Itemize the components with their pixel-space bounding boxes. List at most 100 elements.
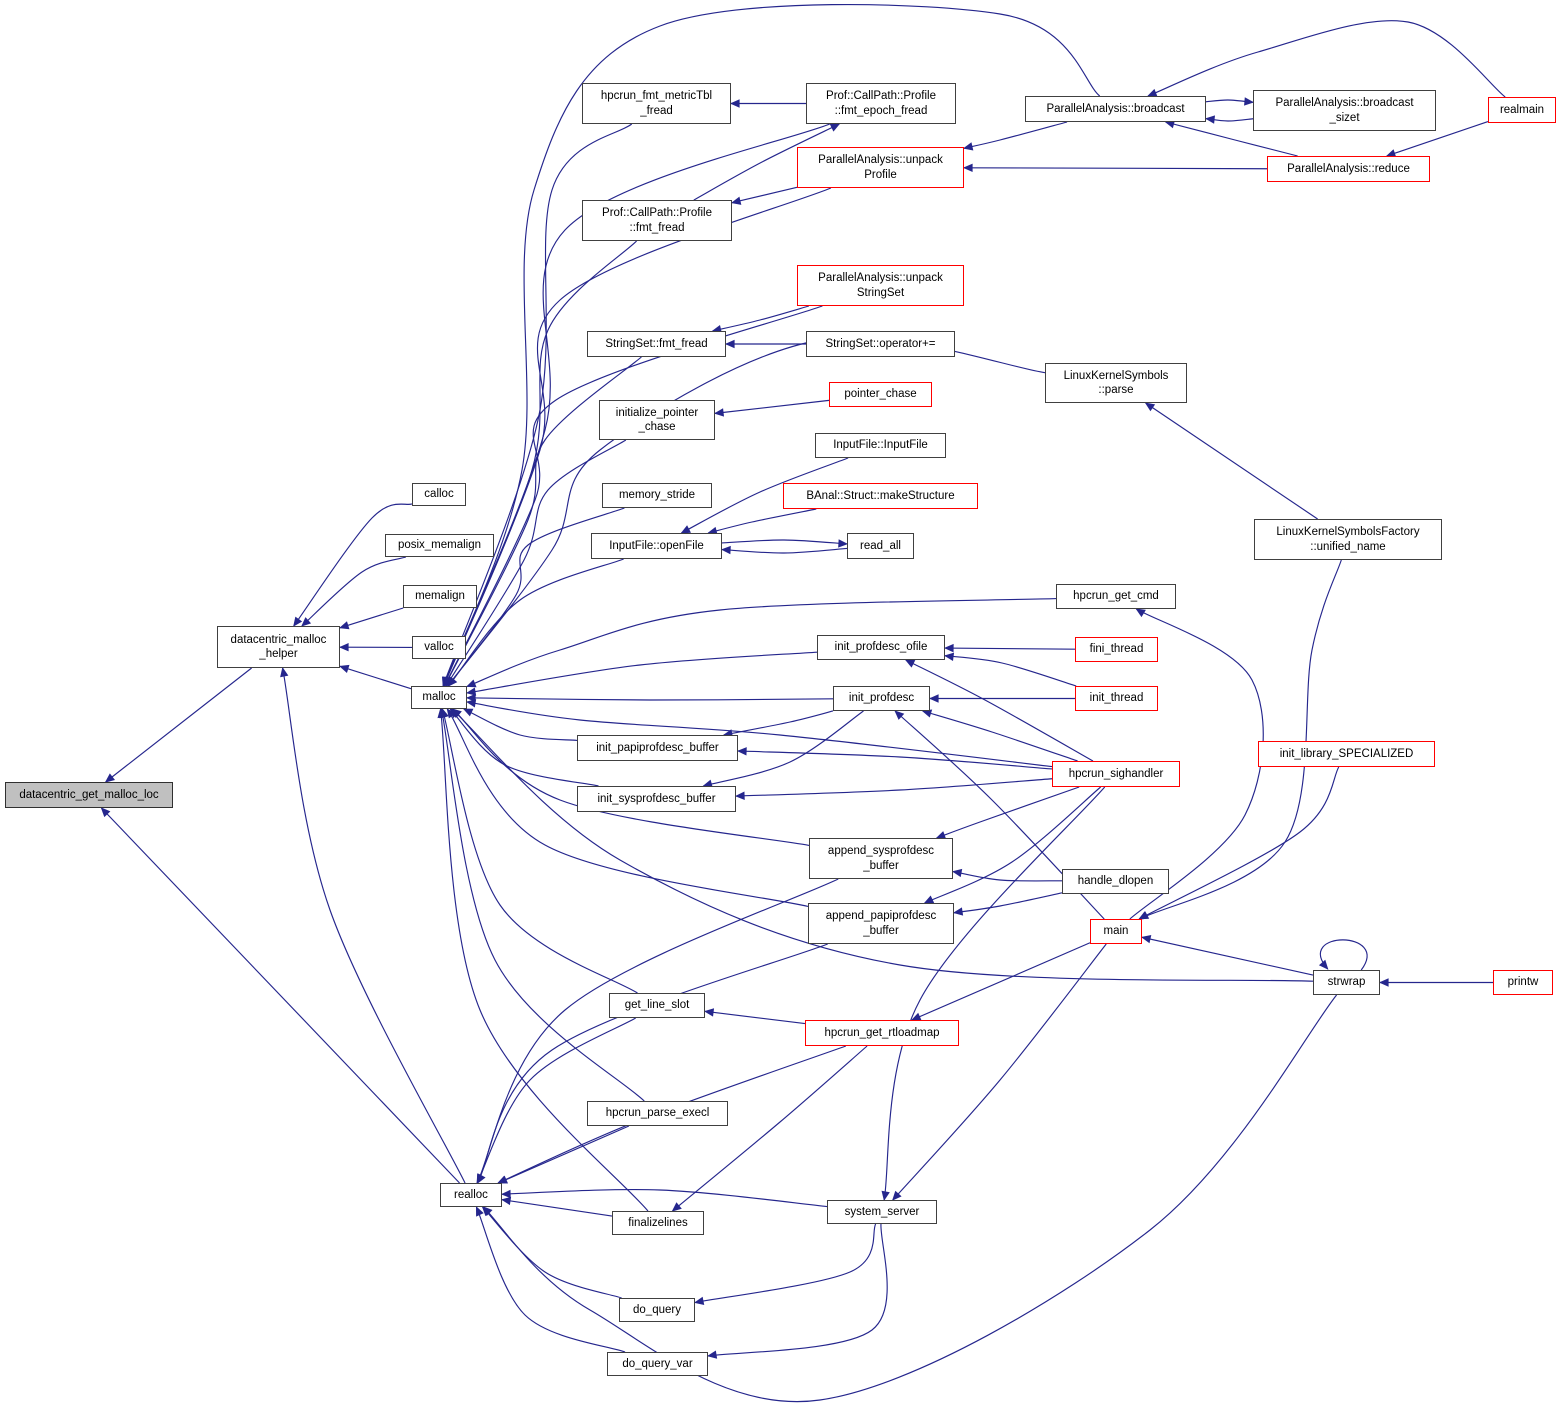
node-inputfile[interactable]: InputFile::InputFile (815, 433, 946, 458)
node-realloc[interactable]: realloc (440, 1183, 502, 1207)
node-printw[interactable]: printw (1493, 970, 1553, 995)
node-readall[interactable]: read_all (847, 533, 914, 559)
edge-appsys-to-malloc (451, 708, 810, 846)
node-doquery[interactable]: do_query (619, 1298, 695, 1322)
node-finalizelines[interactable]: finalizelines (612, 1211, 704, 1235)
node-rtloadmap[interactable]: hpcrun_get_rtloadmap (805, 1020, 959, 1046)
edge-getlineslot-to-realloc (476, 1017, 636, 1184)
edge-ofile-to-malloc (466, 651, 818, 696)
node-bsizet[interactable]: ParallelAnalysis::broadcast _sizet (1253, 90, 1436, 131)
node-fmtfread[interactable]: Prof::CallPath::Profile ::fmt_fread (582, 200, 732, 241)
edge-openfile-to-malloc (447, 558, 624, 687)
edge-malloc-to-helper (339, 664, 412, 690)
node-valloc[interactable]: valloc (412, 636, 466, 659)
edge-realmain-to-reduce (1385, 121, 1489, 158)
edge-sysserver-to-doqueryvar (707, 1223, 888, 1359)
node-mainN[interactable]: main (1090, 919, 1142, 944)
node-finithread[interactable]: fini_thread (1075, 637, 1158, 662)
node-ofile[interactable]: init_profdesc_ofile (817, 635, 945, 660)
node-helper[interactable]: datacentric_malloc _helper (217, 626, 340, 668)
node-sysserver[interactable]: system_server (827, 1200, 937, 1224)
edge-unified-to-mainN (1138, 559, 1342, 920)
edge-makestruct-to-openfile (707, 508, 817, 535)
node-initpc[interactable]: initialize_pointer _chase (599, 400, 715, 440)
node-ssop[interactable]: StringSet::operator+= (806, 331, 955, 357)
edge-sighandler-to-papibuf (737, 747, 1053, 770)
edge-sighandler-to-apppapi (923, 786, 1102, 904)
node-getlineslot[interactable]: get_line_slot (609, 993, 705, 1018)
edge-handledlopen-to-appsys (952, 868, 1063, 882)
edge-strwrap-to-strwrap (1318, 939, 1368, 971)
edge-papibuf-to-malloc (462, 708, 578, 741)
edge-ssfread-to-malloc (444, 356, 642, 687)
node-openfile[interactable]: InputFile::openFile (591, 533, 722, 559)
node-memalign[interactable]: memalign (403, 585, 477, 608)
edge-mainN-to-sysserver (892, 943, 1107, 1201)
edge-rtloadmap-to-getlineslot (704, 1008, 806, 1025)
edge-parseexecl-to-realloc (497, 1125, 630, 1184)
edge-finalizelines-to-realloc (501, 1196, 613, 1217)
node-pchase[interactable]: pointer_chase (829, 382, 932, 407)
edge-strwrap-to-realloc (482, 994, 1338, 1403)
node-makestruct[interactable]: BAnal::Struct::makeStructure (783, 483, 978, 509)
node-initprofdesc[interactable]: init_profdesc (833, 686, 930, 711)
node-reduce[interactable]: ParallelAnalysis::reduce (1267, 156, 1430, 182)
edge-sighandler-to-initprofdesc (921, 709, 1078, 762)
node-strwrap[interactable]: strwrap (1313, 970, 1380, 995)
edge-broadcast-to-unpackProfile (963, 121, 1068, 151)
edge-sysserver-to-doquery (694, 1223, 877, 1305)
node-ssfread[interactable]: StringSet::fmt_fread (587, 331, 726, 357)
edge-doquery-to-realloc (481, 1206, 622, 1299)
edge-metricTbl-to-malloc (442, 123, 633, 687)
node-metricTbl[interactable]: hpcrun_fmt_metricTbl _fread (582, 83, 731, 124)
edge-broadcast-to-malloc (442, 3, 1101, 687)
edge-doqueryvar-to-realloc (475, 1206, 626, 1353)
edge-rtloadmap-to-finalizelines (671, 1045, 868, 1212)
node-appsys[interactable]: append_sysprofdesc _buffer (809, 838, 953, 879)
node-broadcast[interactable]: ParallelAnalysis::broadcast (1025, 96, 1206, 122)
node-memstride[interactable]: memory_stride (602, 483, 712, 508)
edge-appsys-to-realloc (476, 878, 839, 1184)
node-getcmd[interactable]: hpcrun_get_cmd (1056, 584, 1176, 609)
node-initlib[interactable]: init_library_SPECIALIZED (1258, 741, 1435, 767)
edge-apppapi-to-malloc (446, 708, 809, 908)
edge-fmtfread-to-epoch (693, 123, 841, 201)
node-unified[interactable]: LinuxKernelSymbolsFactory ::unified_name (1254, 519, 1442, 560)
node-initthread[interactable]: init_thread (1075, 686, 1158, 711)
node-unpackProfile[interactable]: ParallelAnalysis::unpack Profile (797, 147, 964, 188)
edge-realmain-to-broadcast (1147, 20, 1506, 98)
node-sysbuf[interactable]: init_sysprofdesc_buffer (577, 786, 736, 812)
edge-initprofdesc-to-sysbuf (702, 710, 864, 788)
edge-reduce-to-broadcast (1164, 120, 1298, 157)
node-posixmem[interactable]: posix_memalign (385, 534, 494, 557)
edge-finalizelines-to-malloc (437, 708, 649, 1212)
node-unpackSS[interactable]: ParallelAnalysis::unpack StringSet (797, 265, 964, 306)
edge-handledlopen-to-apppapi (953, 892, 1063, 916)
edge-helper-to-focal (104, 667, 252, 783)
node-realmain[interactable]: realmain (1488, 97, 1556, 123)
node-malloc[interactable]: malloc (411, 686, 467, 709)
node-handledlopen[interactable]: handle_dlopen (1062, 869, 1169, 894)
node-calloc[interactable]: calloc (412, 483, 466, 506)
edge-initlib-to-mainN (1138, 766, 1340, 920)
node-doqueryvar[interactable]: do_query_var (607, 1352, 708, 1376)
edge-realloc-to-focal (100, 807, 460, 1184)
edge-unpackSS-to-ssfread (711, 305, 810, 334)
node-papibuf[interactable]: init_papiprofdesc_buffer (577, 735, 738, 761)
edge-reduce-to-unpackProfile (963, 163, 1268, 172)
edge-sighandler-to-sysbuf (735, 778, 1053, 800)
edge-realloc-to-helper (280, 667, 466, 1184)
node-apppapi[interactable]: append_papiprofdesc _buffer (808, 903, 954, 944)
edge-inputfile-to-openfile (680, 457, 849, 534)
node-focal-focus: datacentric_get_malloc_loc (5, 782, 173, 808)
edge-pchase-to-initpc (714, 399, 830, 417)
edge-getlineslot-to-malloc (440, 708, 638, 994)
edge-sighandler-to-sysserver (881, 786, 1106, 1201)
node-epoch[interactable]: Prof::CallPath::Profile ::fmt_epoch_frea… (806, 83, 956, 124)
edge-posixmem-to-helper (301, 556, 407, 627)
node-lksparse[interactable]: LinuxKernelSymbols ::parse (1045, 363, 1187, 403)
node-parseexecl[interactable]: hpcrun_parse_execl (587, 1101, 728, 1126)
node-sighandler[interactable]: hpcrun_sighandler (1052, 761, 1180, 787)
